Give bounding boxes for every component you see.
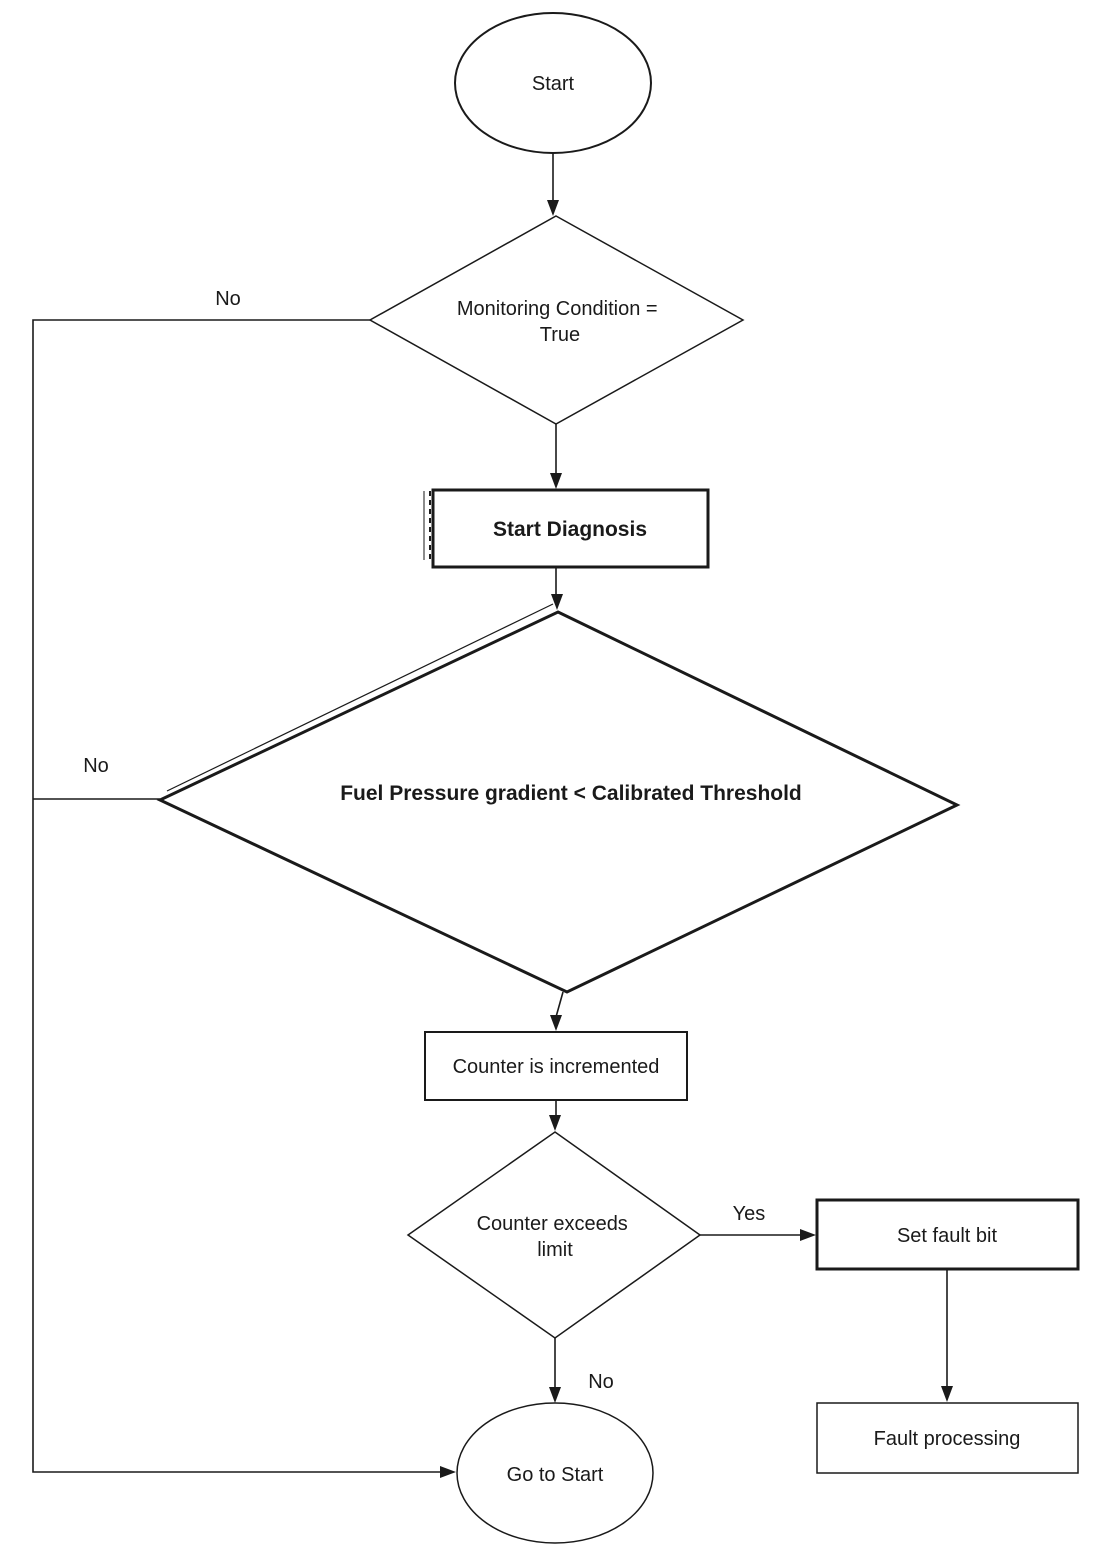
counter-incremented-label: Counter is incremented [453, 1056, 660, 1078]
arrowhead-into-monitoring [547, 200, 559, 216]
arrowhead-into-counter-box [550, 1015, 562, 1031]
counter-exceeds-label: Counter exceeds limit [477, 1213, 634, 1261]
arrowhead-into-fuel-diamond [551, 594, 563, 610]
arrowhead-into-set-fault-bit [800, 1229, 816, 1241]
edge-label-counter-yes: Yes [733, 1203, 766, 1225]
arrowhead-into-exceeds-diamond [549, 1115, 561, 1131]
edge-label-monitoring-no: No [215, 288, 241, 310]
arrowhead-into-go-to-start [440, 1466, 456, 1478]
arrowhead-into-go-to-start-top [549, 1387, 561, 1403]
edge-label-fuel-no: No [83, 755, 109, 777]
start-node-shape [454, 12, 652, 154]
set-fault-bit-shape [815, 1198, 1080, 1271]
counter-incremented-shape [424, 1031, 688, 1101]
edge-monitoring-no-to-go-to-start [32, 319, 441, 1473]
monitoring-condition-shape [368, 215, 745, 425]
go-to-start-shape [456, 1402, 654, 1544]
fuel-pressure-double-edge [166, 603, 554, 792]
arrowhead-into-start-diagnosis [550, 473, 562, 489]
go-to-start-label: Go to Start [507, 1464, 604, 1486]
monitoring-condition-label: Monitoring Condition = True [457, 298, 663, 346]
start-diagnosis-shape [431, 488, 710, 569]
edge-fuel-to-counter [555, 991, 564, 1018]
start-diagnosis-label: Start Diagnosis [493, 518, 647, 541]
fuel-pressure-label: Fuel Pressure gradient < Calibrated Thre… [340, 782, 802, 805]
set-fault-bit-label: Set fault bit [897, 1225, 998, 1247]
fuel-pressure-shape [156, 610, 961, 994]
arrowhead-into-fault-processing [941, 1386, 953, 1402]
edge-label-counter-no: No [588, 1371, 614, 1393]
counter-exceeds-shape [406, 1131, 702, 1339]
start-node-label: Start [532, 73, 575, 95]
fault-processing-shape [816, 1402, 1079, 1474]
fault-processing-label: Fault processing [874, 1428, 1021, 1450]
